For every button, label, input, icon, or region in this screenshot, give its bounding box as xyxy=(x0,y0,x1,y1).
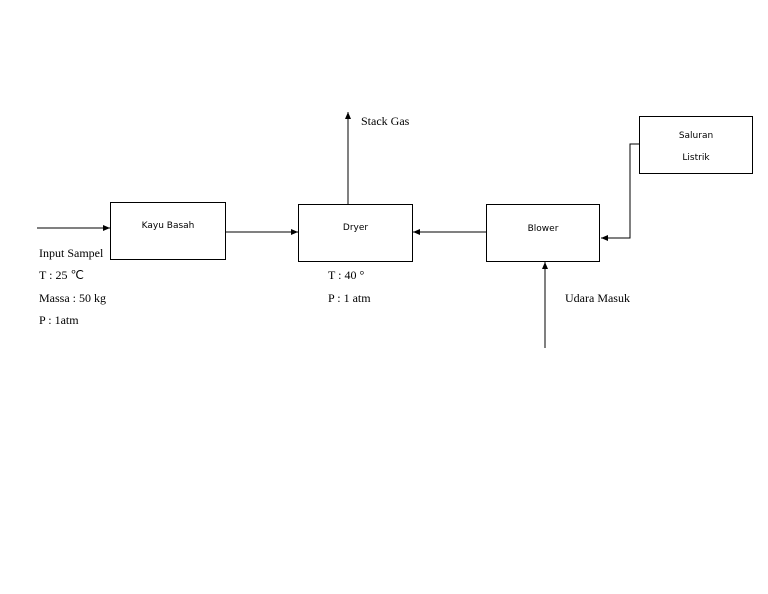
kayu-basah-label: Kayu Basah xyxy=(141,221,195,231)
saluran-listrik-label-line2: Listrik xyxy=(682,153,710,163)
input-pressure: P : 1atm xyxy=(39,313,79,327)
saluran-listrik-box: Saluran Listrik xyxy=(639,116,753,174)
listrik-to-blower-arrow xyxy=(601,143,639,241)
stack-gas-label: Stack Gas xyxy=(361,114,410,128)
dryer-box: Dryer xyxy=(298,204,413,262)
blower-box: Blower xyxy=(486,204,600,262)
udara-masuk-label: Udara Masuk xyxy=(565,291,630,305)
dryer-pressure: P : 1 atm xyxy=(328,291,371,305)
dryer-label: Dryer xyxy=(342,223,369,233)
blower-label: Blower xyxy=(527,224,559,234)
input-temperature: T : 25 ℃ xyxy=(39,268,84,282)
dryer-temperature: T : 40 ° xyxy=(328,268,365,282)
input-mass: Massa : 50 kg xyxy=(39,291,106,305)
saluran-listrik-label-line1: Saluran xyxy=(678,131,714,141)
kayu-basah-box: Kayu Basah xyxy=(110,202,226,260)
input-sampel-title: Input Sampel xyxy=(39,246,104,260)
